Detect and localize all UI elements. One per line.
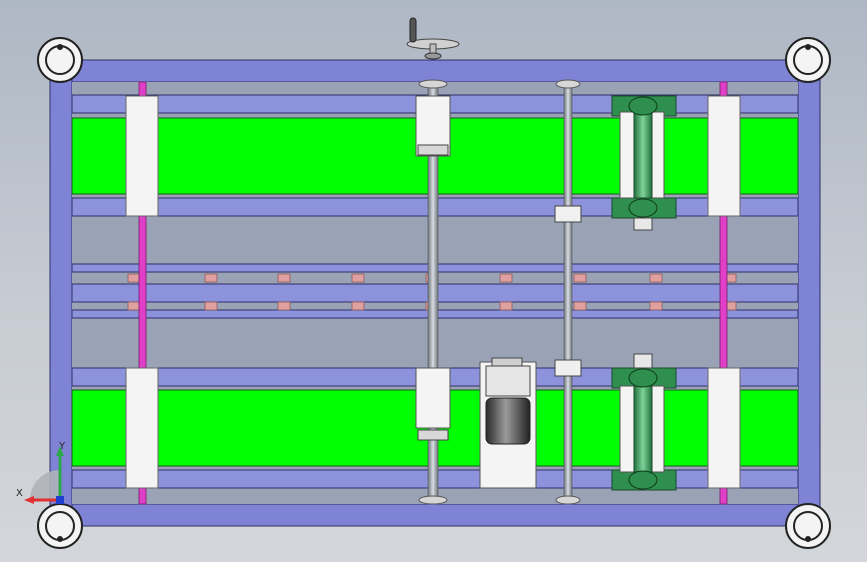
coordinate-triad-icon [24,446,64,504]
y-axis-label: Y [59,441,66,452]
caster-wheel-icon [37,37,831,549]
drive-roller-upper [611,95,677,231]
drive-roller-lower [611,353,677,491]
guide-rods [138,81,728,505]
x-axis-label: X [16,488,23,499]
motor-icon [479,357,537,489]
side-blocks [125,95,741,489]
lead-screw-left [415,79,451,505]
handwheel-icon [406,17,460,60]
lead-screw-right [554,79,582,505]
